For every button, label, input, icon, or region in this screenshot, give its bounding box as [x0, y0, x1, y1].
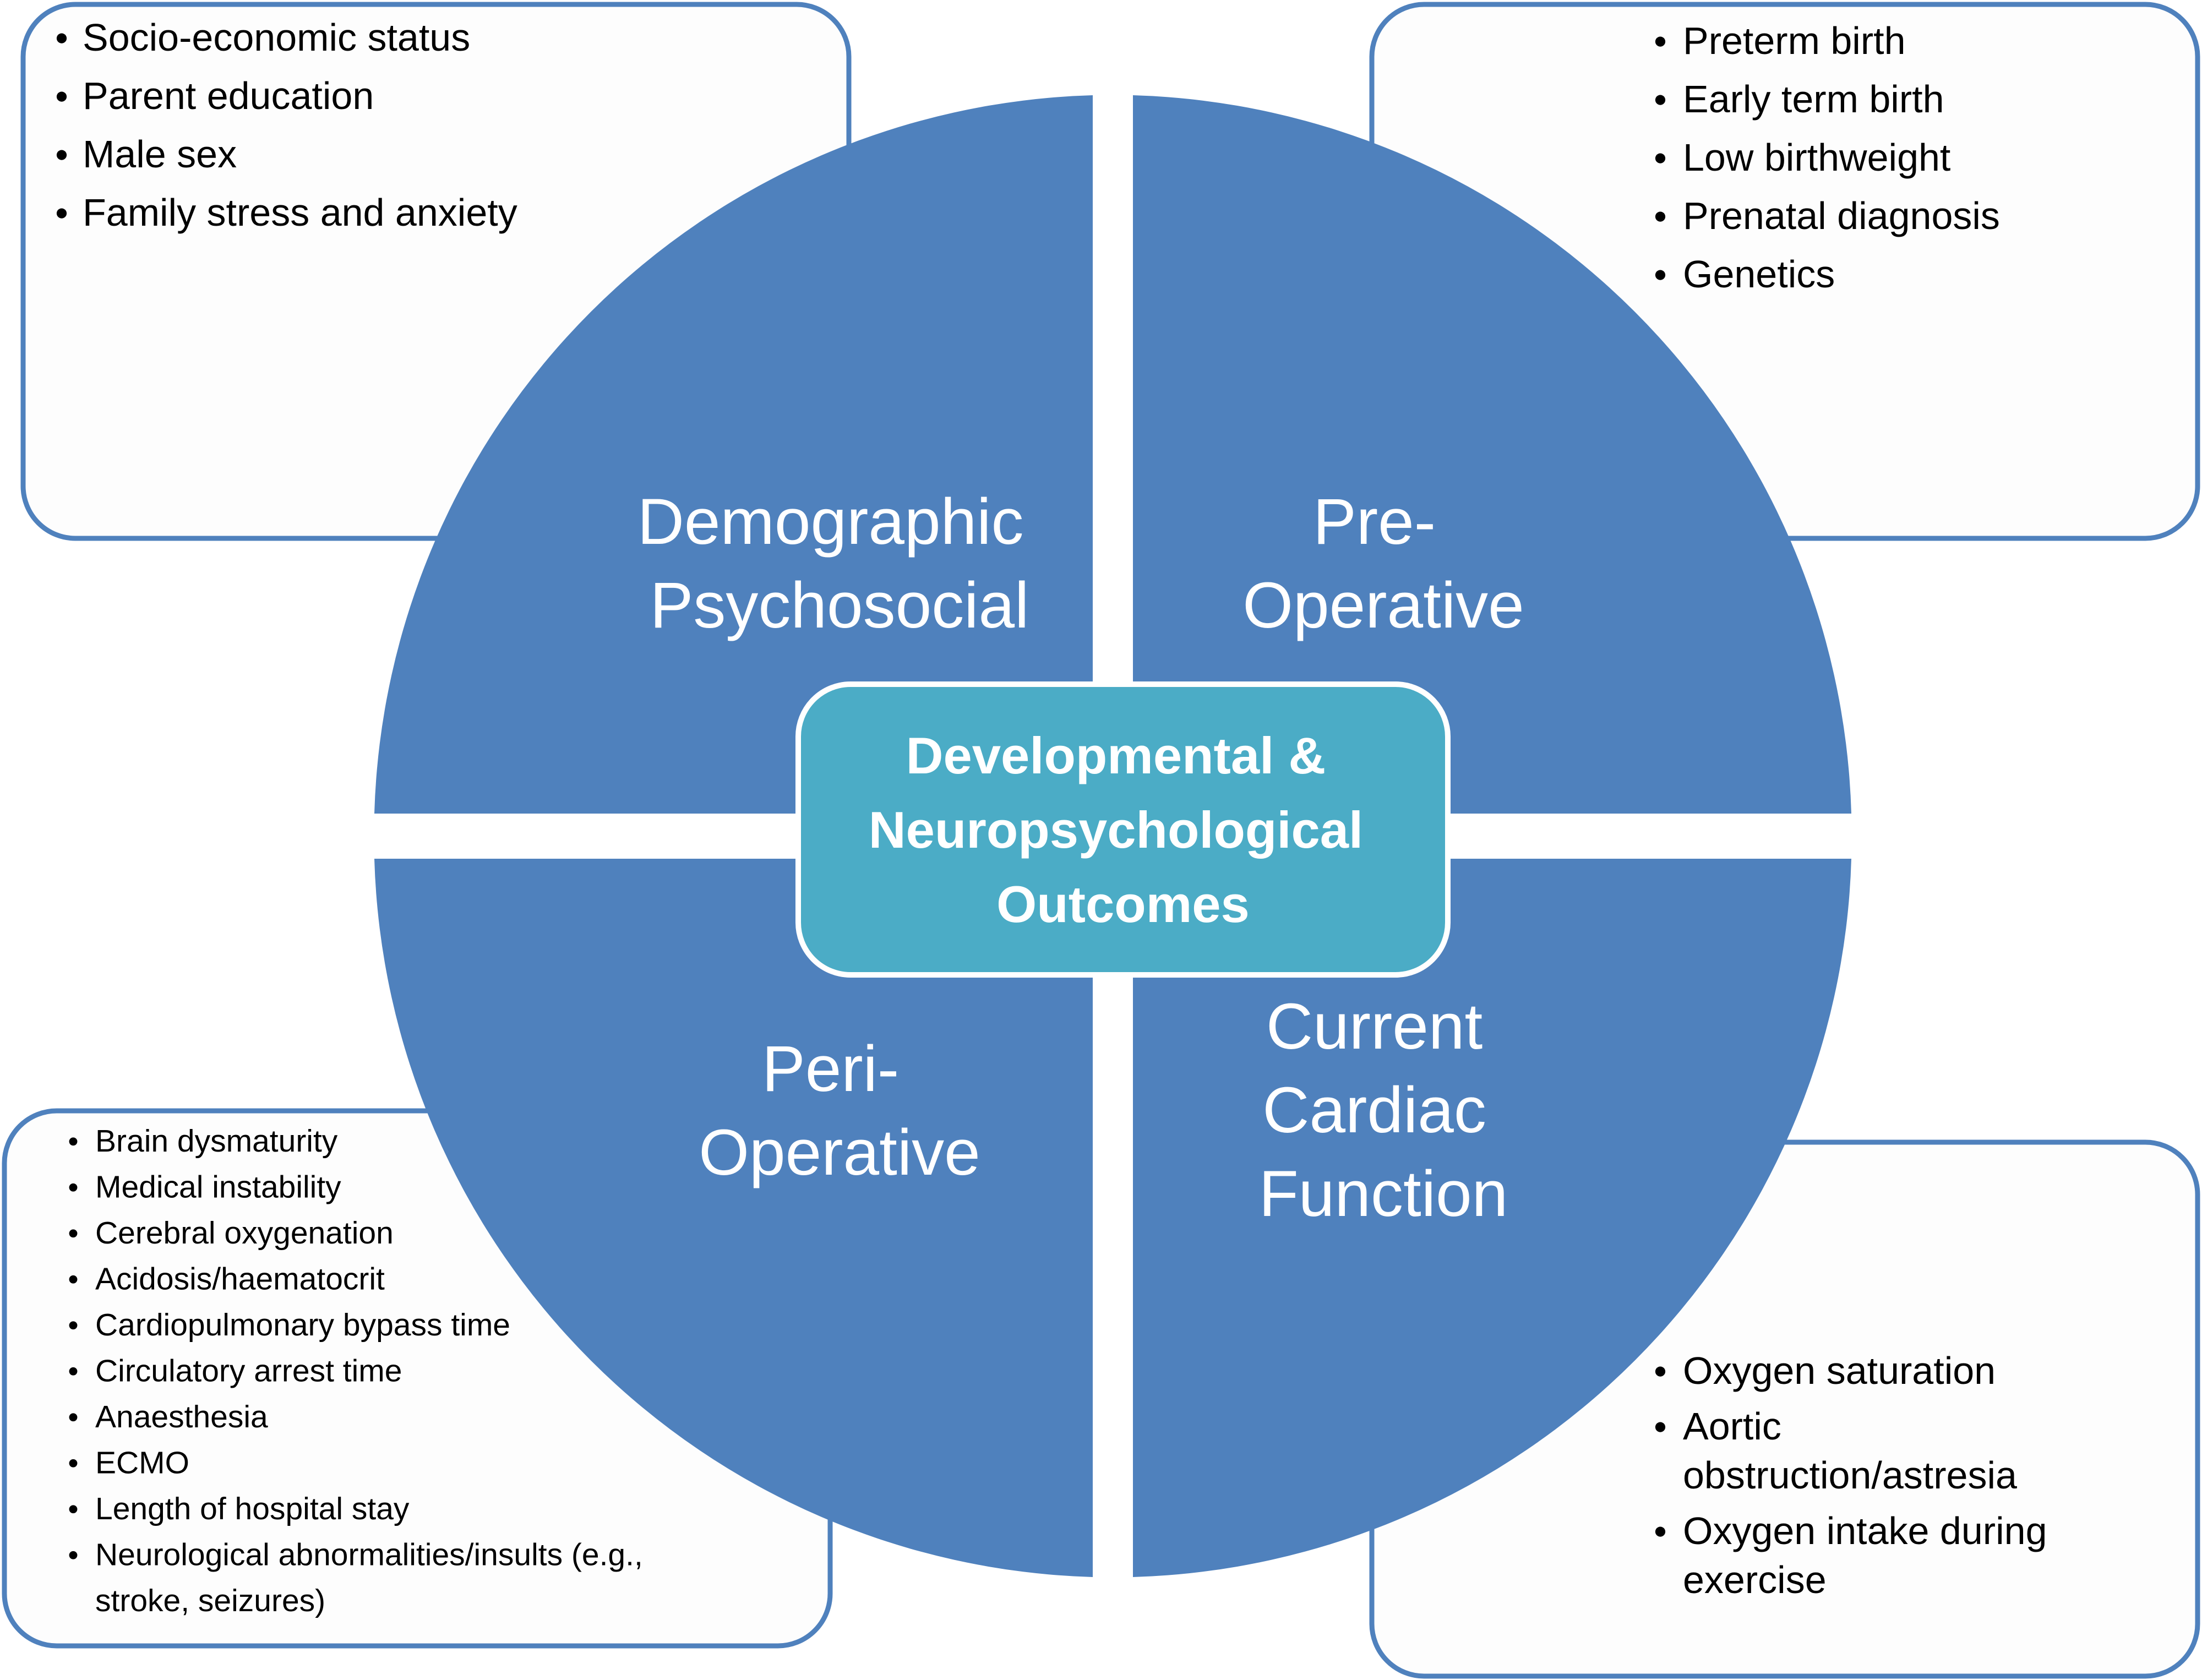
current-cardiac-function-label: Current Cardiac Function [1259, 990, 1508, 1230]
list-item: Prenatal diagnosis [1683, 194, 2000, 237]
list-item: Family stress and anxiety [83, 191, 517, 234]
bullet-icon [69, 1229, 78, 1238]
list-item: Oxygen intake during [1683, 1509, 2047, 1552]
outcomes-center-box [795, 681, 1451, 978]
list-item: Male sex [83, 133, 237, 176]
bullet-icon [1655, 36, 1666, 47]
list-item: Circulatory arrest time [95, 1354, 402, 1389]
list-item: Socio-economic status [83, 16, 470, 59]
bullet-icon [69, 1459, 78, 1468]
list-item: Cerebral oxygenation [95, 1215, 394, 1251]
list-item: Aortic [1683, 1405, 1781, 1448]
bullet-icon [1655, 95, 1666, 105]
bullet-icon [69, 1367, 78, 1376]
bullet-icon [1655, 1422, 1666, 1432]
bullet-icon [69, 1137, 78, 1146]
pre-operative-quadrant [1133, 95, 1851, 814]
bullet-icon [69, 1551, 78, 1559]
bullet-icon [69, 1413, 78, 1422]
bullet-icon [56, 150, 67, 160]
list-item: Brain dysmaturity [95, 1123, 338, 1159]
bullet-icon [1655, 1366, 1666, 1377]
bullet-icon [56, 33, 67, 43]
list-item: Genetics [1683, 253, 1835, 296]
list-item-continuation: exercise [1683, 1558, 1827, 1601]
list-item: Anaesthesia [95, 1399, 268, 1434]
demographic-psychosocial-label: Demographic Psychosocial [637, 486, 1042, 642]
bullet-icon [1655, 270, 1666, 280]
list-item: Early term birth [1683, 78, 1944, 121]
bullet-icon [1655, 153, 1666, 163]
list-item: Parent education [83, 74, 374, 117]
list-item: Acidosis/haematocrit [95, 1262, 385, 1297]
list-item: Oxygen saturation [1683, 1349, 1996, 1392]
list-item: Low birthweight [1683, 136, 1950, 179]
bullet-icon [1655, 1526, 1666, 1537]
bullet-icon [69, 1275, 78, 1284]
bullet-icon [1655, 211, 1666, 222]
list-item: Neurological abnormalities/insults (e.g.… [95, 1537, 643, 1573]
list-item-continuation: obstruction/astresia [1683, 1454, 2017, 1497]
bullet-icon [56, 91, 67, 102]
bullet-icon [69, 1321, 78, 1330]
bullet-icon [56, 208, 67, 219]
list-item: Medical instability [95, 1170, 341, 1205]
bullet-icon [69, 1505, 78, 1514]
peri-operative-label: Peri- Operative [699, 1033, 980, 1189]
current-cardiac-function-quadrant [1133, 859, 1851, 1577]
list-item: ECMO [95, 1446, 189, 1481]
list-item: Cardiopulmonary bypass time [95, 1307, 510, 1343]
list-item: Preterm birth [1683, 19, 1906, 62]
pre-operative-label: Pre- Operative [1242, 486, 1524, 642]
list-item: Length of hospital stay [95, 1491, 410, 1526]
bullet-icon [69, 1183, 78, 1192]
list-item-continuation: stroke, seizures) [95, 1583, 325, 1618]
outcomes-center-label: Developmental & Neuropsychological Outco… [869, 727, 1378, 933]
demographic-psychosocial-quadrant [374, 95, 1093, 814]
peri-operative-quadrant [374, 859, 1093, 1577]
